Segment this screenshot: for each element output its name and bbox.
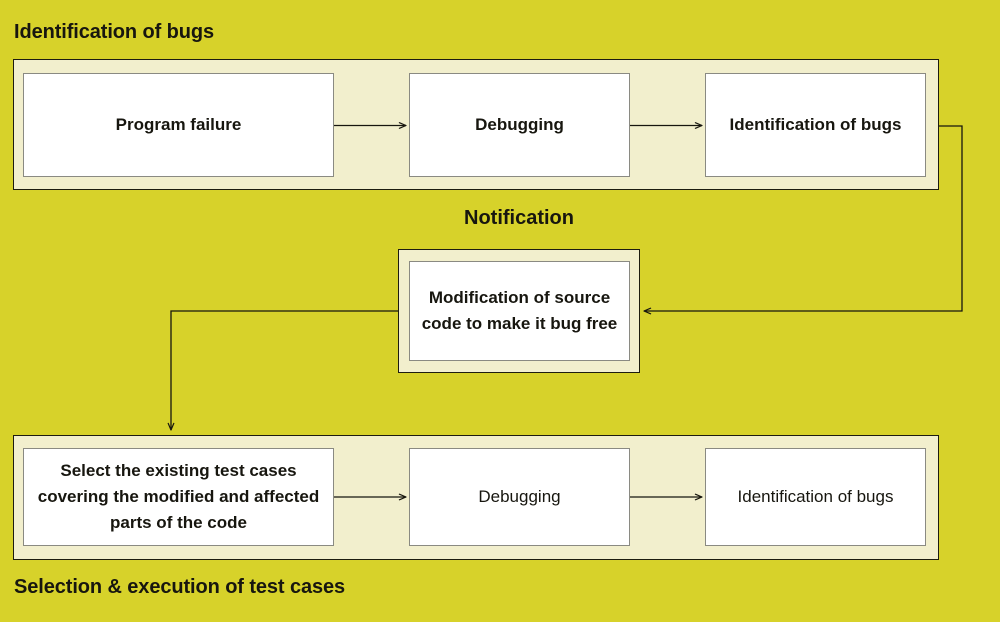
- node-label-select-existing-test-cases: Select the existing test cases covering …: [37, 461, 320, 532]
- node-modification-of-source-code[interactable]: Modification of source code to make it b…: [409, 261, 630, 361]
- node-label-debugging-bottom: Debugging: [478, 487, 561, 506]
- node-label-program-failure: Program failure: [115, 115, 242, 134]
- section-caption-notification: Notification: [464, 207, 574, 229]
- node-label-identification-of-bugs-top: Identification of bugs: [729, 115, 902, 134]
- node-label-identification-of-bugs-bottom: Identification of bugs: [737, 487, 894, 506]
- node-label-modification-of-source-code: Modification of source code to make it b…: [421, 288, 618, 333]
- node-identification-of-bugs-top[interactable]: Identification of bugs: [705, 73, 926, 177]
- connector-modification-to-select-test-cases: [167, 310, 398, 431]
- node-program-failure[interactable]: Program failure: [23, 73, 334, 177]
- node-debugging-bottom[interactable]: Debugging: [409, 448, 630, 546]
- node-identification-of-bugs-bottom[interactable]: Identification of bugs: [705, 448, 926, 546]
- node-select-existing-test-cases[interactable]: Select the existing test cases covering …: [23, 448, 334, 546]
- section-caption-identification-of-bugs: Identification of bugs: [14, 21, 215, 43]
- section-caption-selection-execution-of-test-cases: Selection & execution of test cases: [14, 576, 346, 598]
- node-label-debugging-top: Debugging: [475, 115, 564, 134]
- node-debugging-top[interactable]: Debugging: [409, 73, 630, 177]
